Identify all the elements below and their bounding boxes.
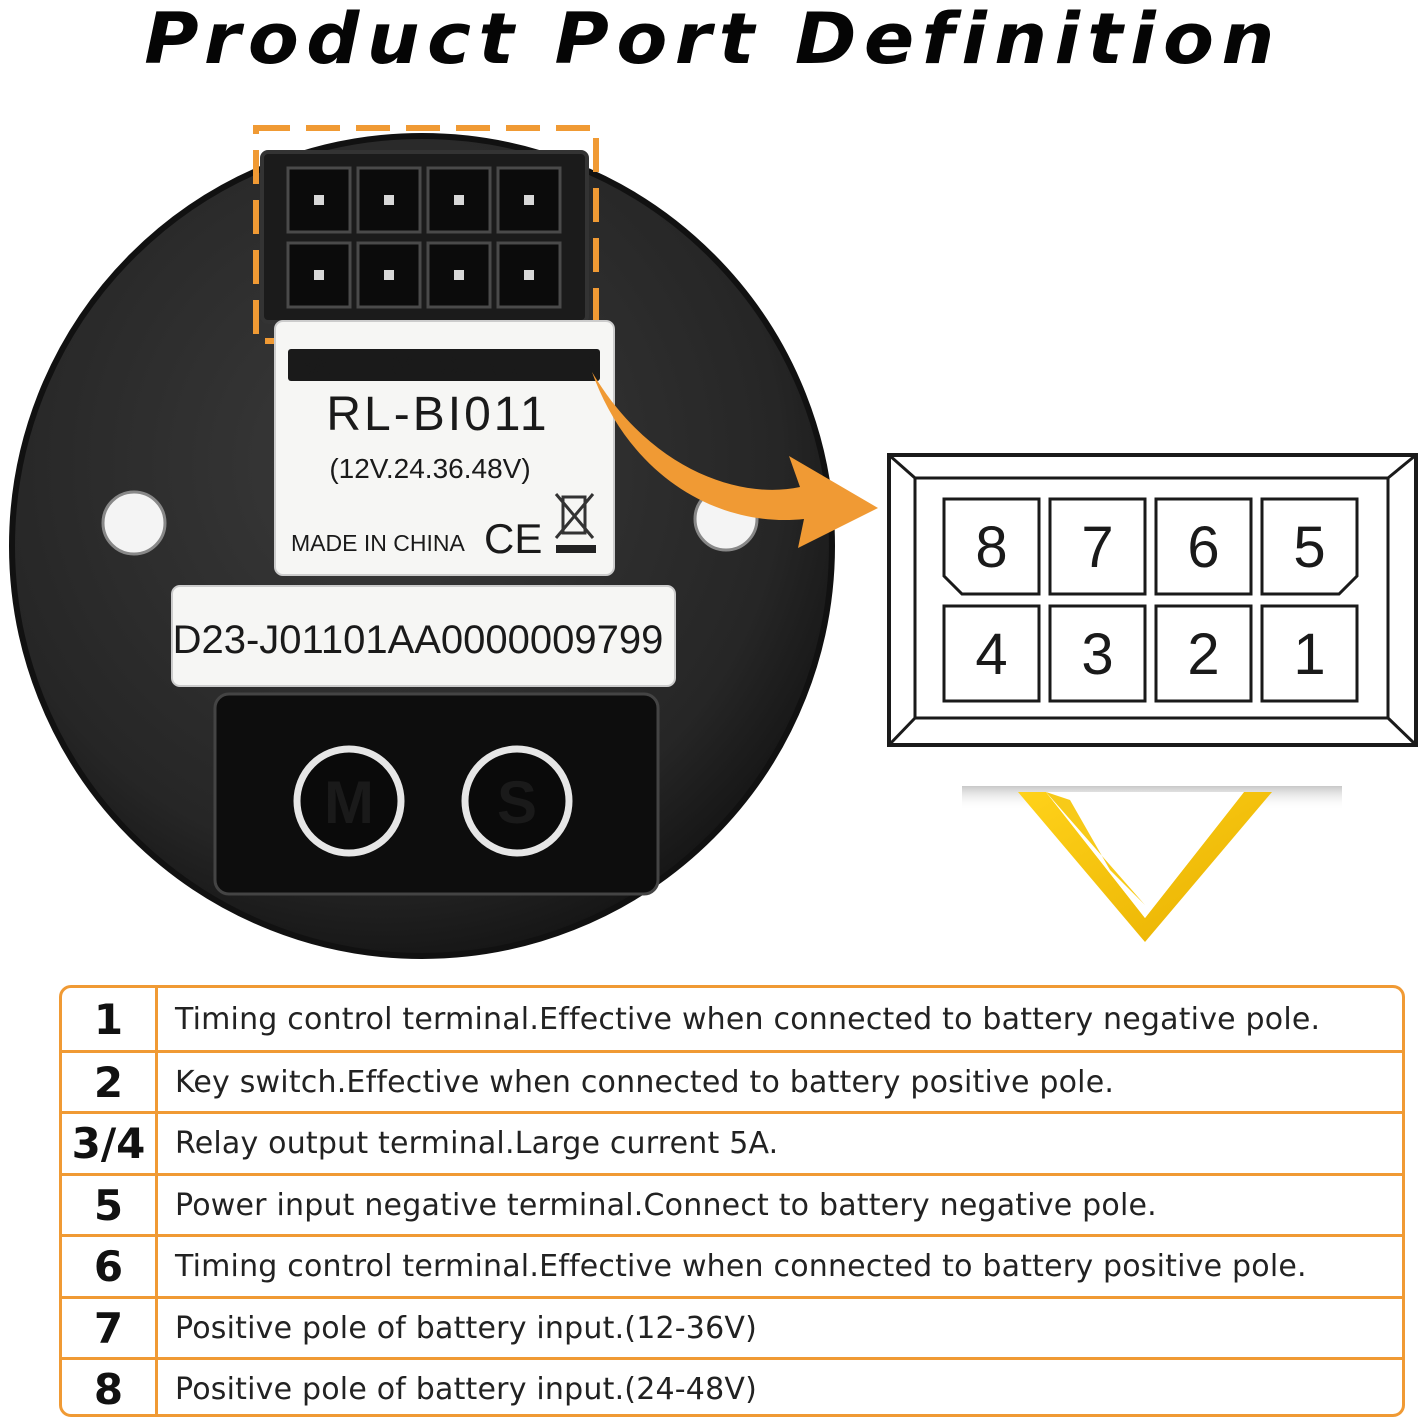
pin-number: 5 — [1293, 515, 1325, 580]
label-origin: MADE IN CHINA — [291, 530, 465, 556]
device-illustration: BATTERY HOUR METER RL-BI011 (12V.24.36.4… — [9, 125, 1418, 959]
pin-number: 2 — [1187, 622, 1219, 687]
pin-id-cell: 6 — [62, 1237, 158, 1296]
pin-id-cell: 7 — [62, 1298, 158, 1358]
pin-socket — [286, 166, 352, 234]
label-voltage: (12V.24.36.48V) — [329, 453, 530, 484]
pin-number: 3 — [1081, 622, 1113, 687]
m-button — [293, 745, 405, 857]
pin-description-cell: Positive pole of battery input.(24-48V) — [175, 1372, 758, 1407]
pin-box — [942, 497, 1041, 596]
pin-number: 7 — [1081, 515, 1113, 580]
pin-box — [1048, 497, 1147, 596]
table-row: 1 Timing control terminal.Effective when … — [62, 988, 1402, 1050]
pin-sockets — [286, 166, 562, 309]
ce-mark: CE — [484, 515, 542, 562]
pin-box — [1154, 604, 1253, 703]
pin-description-cell: Key switch.Effective when connected to b… — [175, 1064, 1115, 1100]
table-row: 8 Positive pole of battery input.(24-48V) — [62, 1357, 1402, 1414]
pin-contact — [454, 270, 464, 280]
pin-box — [1260, 604, 1359, 703]
pin-id-cell: 8 — [62, 1360, 158, 1414]
mounting-hole-left — [101, 490, 167, 556]
pin-boxes: 8 7 6 5 4 3 2 1 — [942, 497, 1359, 703]
pin-number: 4 — [975, 622, 1007, 687]
pin-box — [1260, 497, 1359, 596]
pin-description-cell: Timing control terminal.Effective when c… — [175, 1249, 1307, 1284]
pin-contact — [314, 270, 324, 280]
table-row: 5 Power input negative terminal.Connect t… — [62, 1172, 1402, 1235]
pin-box — [1154, 497, 1253, 596]
serial-number: D23-J01101AA0000009799 — [173, 618, 664, 662]
s-button-label: S — [497, 769, 537, 836]
pin-id-cell: 3/4 — [62, 1114, 158, 1173]
table-row: 6 Timing control terminal.Effective when … — [62, 1234, 1402, 1296]
weee-icon — [554, 493, 596, 553]
serial-sticker — [171, 585, 676, 687]
pin-contact — [524, 270, 534, 280]
pinout-diagram: 8 7 6 5 4 3 2 1 — [887, 453, 1418, 747]
button-panel — [213, 692, 660, 896]
pin-description-cell: Positive pole of battery input.(12-36V) — [175, 1310, 758, 1346]
table-row: 7 Positive pole of battery input.(12-36V) — [62, 1295, 1402, 1358]
pin-box — [1048, 604, 1147, 703]
pin-id-cell: 5 — [62, 1175, 158, 1235]
pin-number: 1 — [1293, 622, 1325, 687]
chevron-down-icon — [1018, 792, 1272, 942]
pin-id-cell: 2 — [62, 1052, 158, 1112]
table-row: 3/4 Relay output terminal.Large current 5… — [62, 1111, 1402, 1173]
orange-arrow — [592, 372, 878, 548]
pin-number: 8 — [975, 515, 1007, 580]
page-title: Product Port Definition — [144, 0, 1282, 80]
s-button — [461, 745, 573, 857]
pin-socket — [426, 241, 492, 309]
pin-contact — [384, 270, 394, 280]
pin-contact — [454, 195, 464, 205]
pin-id-cell: 1 — [62, 988, 158, 1050]
label-model: RL-BI011 — [326, 388, 549, 441]
pin-description-cell: Relay output terminal.Large current 5A. — [175, 1126, 779, 1161]
product-label — [274, 320, 615, 576]
table-row: 2 Key switch.Effective when connected to … — [62, 1049, 1402, 1112]
label-title: BATTERY HOUR METER — [293, 351, 595, 381]
m-button-label: M — [324, 769, 374, 836]
pin-contact — [314, 195, 324, 205]
pin-description-cell: Timing control terminal.Effective when c… — [175, 1001, 1321, 1037]
pin-contact — [384, 195, 394, 205]
pin-contact — [524, 195, 534, 205]
pin-description-cell: Power input negative terminal.Connect to… — [175, 1187, 1157, 1223]
pin-number: 6 — [1187, 515, 1219, 580]
pin-box — [942, 604, 1041, 703]
